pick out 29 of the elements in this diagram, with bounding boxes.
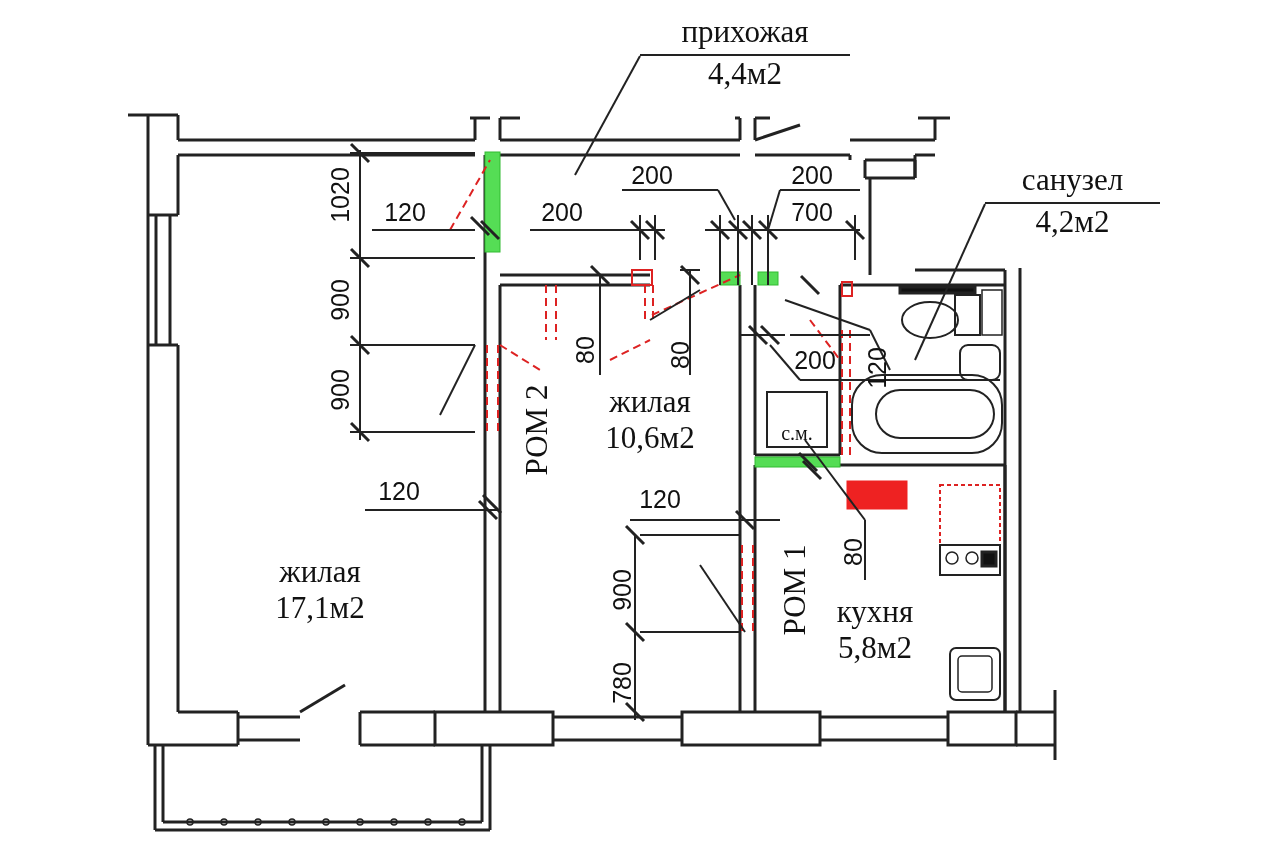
leader-line [914, 203, 986, 361]
dimension-value: 900 [327, 369, 353, 411]
dimension-value: 700 [791, 199, 833, 225]
room-label: РОМ 1 [777, 544, 813, 636]
dimension-value: 1020 [327, 167, 353, 223]
room-area: 4,4м2 [640, 55, 850, 92]
dimension-value: 900 [609, 569, 635, 611]
appliance-label: с.м. [781, 423, 813, 443]
dimension-value: 200 [794, 347, 836, 373]
dimension-value: 900 [327, 279, 353, 321]
room-label: РОМ 2 [519, 384, 555, 476]
dimension-value: 120 [378, 478, 420, 504]
dimension-value: 120 [384, 199, 426, 225]
room-name: санузел [985, 162, 1160, 204]
room-area: 4,2м2 [985, 203, 1160, 240]
dimension-value: 200 [541, 199, 583, 225]
room-label: жилая 10,6м2 [604, 384, 696, 456]
dimension-value: 80 [667, 341, 693, 369]
room-name: прихожая [640, 14, 850, 56]
dimension-value: 120 [639, 486, 681, 512]
dimension-value: 200 [791, 162, 833, 188]
dimension-value: 80 [840, 538, 866, 566]
dimension-value: 200 [631, 162, 673, 188]
dimension-value: 780 [609, 662, 635, 704]
dimension-value: 120 [864, 347, 890, 389]
room-label: жилая 17,1м2 [274, 554, 366, 626]
room-label: кухня 5,8м2 [835, 594, 915, 666]
dimension-value: 80 [572, 336, 598, 364]
leader-line [574, 55, 641, 176]
